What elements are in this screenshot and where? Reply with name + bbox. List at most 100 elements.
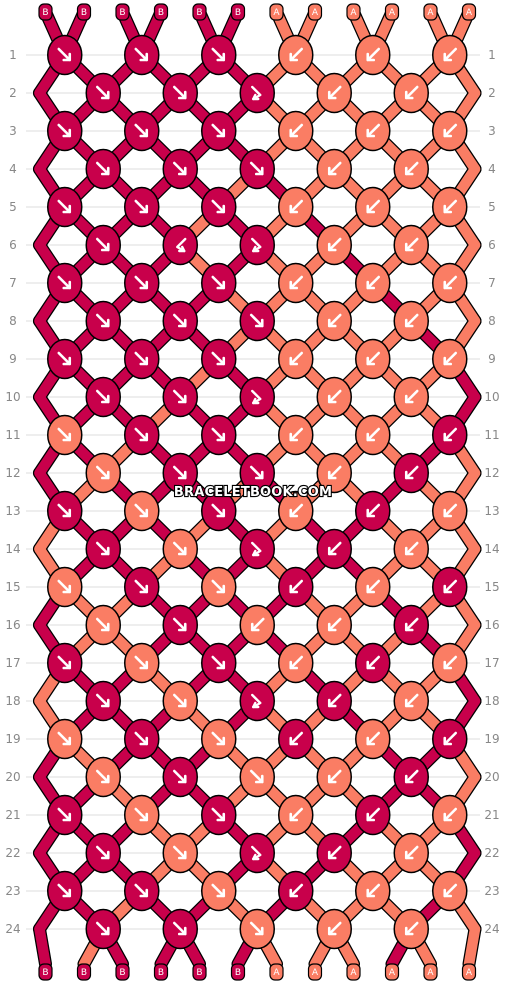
knot bbox=[162, 756, 198, 798]
knot bbox=[432, 642, 468, 684]
arrow-down-left-icon bbox=[443, 503, 458, 518]
arrow-down-right-icon bbox=[134, 275, 149, 290]
strand-bottom-label: A bbox=[273, 968, 280, 978]
arrow-down-left-icon bbox=[327, 845, 342, 860]
knot bbox=[47, 718, 83, 760]
knot bbox=[432, 338, 468, 380]
strand-bottom-cap bbox=[192, 963, 207, 981]
knot bbox=[162, 832, 198, 874]
knot bbox=[278, 186, 314, 228]
row-label-left: 14 bbox=[5, 542, 20, 556]
knot bbox=[239, 908, 275, 950]
arrow-down-left-icon bbox=[366, 427, 381, 442]
arrow-down-right-icon bbox=[134, 199, 149, 214]
arrow-down-right-icon bbox=[57, 807, 72, 822]
knot bbox=[85, 528, 121, 570]
strand-bottom-cap bbox=[76, 963, 92, 981]
knot bbox=[47, 34, 83, 76]
arrow-down-right-icon bbox=[249, 465, 264, 480]
knot bbox=[201, 186, 237, 228]
strand-top-label: A bbox=[466, 8, 473, 18]
row-label-left: 12 bbox=[5, 466, 20, 480]
arrow-down-right-icon bbox=[95, 921, 110, 936]
knot bbox=[124, 566, 160, 608]
knot bbox=[393, 376, 429, 418]
arrow-down-right-icon bbox=[134, 655, 149, 670]
row-label-left: 3 bbox=[9, 124, 17, 138]
row-label-left: 22 bbox=[5, 846, 20, 860]
strand-top-cap bbox=[76, 3, 92, 21]
forward-right-knot-icon bbox=[251, 845, 262, 861]
arrow-down-right-icon bbox=[57, 503, 72, 518]
knot bbox=[355, 794, 391, 836]
row-label-left: 24 bbox=[5, 922, 20, 936]
strand-top-label: B bbox=[42, 8, 48, 18]
arrow-down-left-icon bbox=[289, 883, 304, 898]
knot bbox=[124, 110, 160, 152]
knot bbox=[201, 414, 237, 456]
knot bbox=[47, 414, 83, 456]
arrow-down-right-icon bbox=[172, 389, 187, 404]
strand-top-cap bbox=[192, 3, 207, 21]
arrow-down-right-icon bbox=[211, 351, 226, 366]
knot bbox=[124, 262, 160, 304]
arrow-down-left-icon bbox=[366, 503, 381, 518]
row-label-left: 21 bbox=[5, 808, 20, 822]
arrow-down-left-icon bbox=[404, 237, 419, 252]
row-label-left: 9 bbox=[9, 352, 17, 366]
row-label-right: 14 bbox=[484, 542, 499, 556]
knot bbox=[239, 452, 275, 494]
strand-top-cap bbox=[230, 3, 246, 21]
arrow-down-left-icon bbox=[327, 465, 342, 480]
row-label-right: 24 bbox=[484, 922, 499, 936]
strand-bottom-label: A bbox=[389, 968, 396, 978]
arrow-down-right-icon bbox=[95, 389, 110, 404]
knot bbox=[355, 34, 391, 76]
knot bbox=[316, 908, 352, 950]
arrow-down-left-icon bbox=[404, 313, 419, 328]
arrow-down-left-icon bbox=[443, 807, 458, 822]
knot bbox=[201, 566, 237, 608]
arrow-down-left-icon bbox=[366, 655, 381, 670]
row-label-left: 7 bbox=[9, 276, 17, 290]
knot bbox=[162, 528, 198, 570]
knot bbox=[85, 680, 121, 722]
knot bbox=[85, 832, 121, 874]
strand-top-label: A bbox=[312, 8, 319, 18]
arrow-down-right-icon bbox=[95, 845, 110, 860]
knot bbox=[355, 186, 391, 228]
arrow-down-left-icon bbox=[443, 427, 458, 442]
arrow-down-left-icon bbox=[366, 47, 381, 62]
arrow-down-right-icon bbox=[57, 655, 72, 670]
strand-bottom-label: A bbox=[350, 968, 357, 978]
knot bbox=[278, 414, 314, 456]
arrow-down-left-icon bbox=[366, 123, 381, 138]
watermark-text: BRACELETBOOK.COM bbox=[174, 485, 332, 500]
row-label-right: 23 bbox=[484, 884, 499, 898]
knot bbox=[432, 794, 468, 836]
forward-right-knot-icon bbox=[251, 693, 262, 709]
knot bbox=[393, 452, 429, 494]
row-label-right: 9 bbox=[488, 352, 496, 366]
knot bbox=[355, 870, 391, 912]
knot bbox=[201, 794, 237, 836]
arrow-down-right-icon bbox=[57, 275, 72, 290]
arrow-down-right-icon bbox=[172, 541, 187, 556]
strand-bottom-cap bbox=[461, 963, 477, 981]
knot bbox=[162, 224, 198, 266]
arrow-down-right-icon bbox=[211, 655, 226, 670]
arrow-down-left-icon bbox=[366, 579, 381, 594]
row-label-right: 5 bbox=[488, 200, 496, 214]
knot bbox=[278, 566, 314, 608]
knot bbox=[201, 262, 237, 304]
knot bbox=[85, 756, 121, 798]
arrow-down-left-icon bbox=[289, 351, 304, 366]
strand-top-cap bbox=[384, 3, 400, 21]
knot bbox=[239, 224, 275, 266]
arrow-down-right-icon bbox=[134, 503, 149, 518]
strand-top-label: B bbox=[158, 8, 164, 18]
row-label-right: 12 bbox=[484, 466, 499, 480]
knot bbox=[316, 72, 352, 114]
knot bbox=[278, 262, 314, 304]
